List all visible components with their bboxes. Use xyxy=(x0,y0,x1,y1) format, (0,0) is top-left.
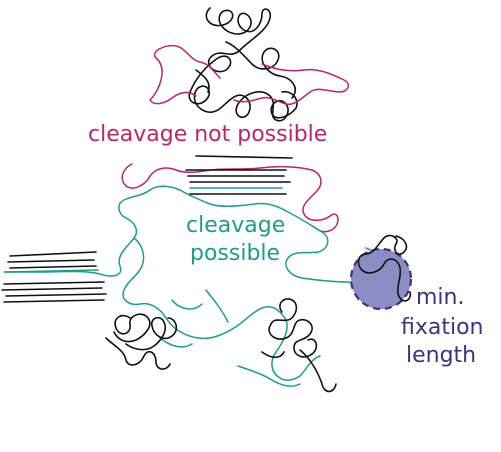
label-fixation-line2: fixation xyxy=(401,315,484,340)
top-coil xyxy=(188,7,298,122)
magenta-strand-upper xyxy=(149,44,350,106)
label-fixation-line1: min. xyxy=(416,285,464,310)
magenta-strand-lower xyxy=(121,163,339,233)
left-line-stack xyxy=(1,251,107,303)
label-cleavage-possible-line2: possible xyxy=(190,241,280,266)
fixation-region xyxy=(349,234,413,311)
fixation-coil xyxy=(357,234,412,302)
lower-left-coil xyxy=(105,313,178,370)
label-cleavage-not-possible: cleavage not possible xyxy=(88,122,327,147)
label-fixation-line3: length xyxy=(406,343,476,368)
label-cleavage-possible-line1: cleavage xyxy=(186,213,285,238)
center-line-stack xyxy=(185,155,293,195)
lower-right-coil xyxy=(261,298,337,393)
teal-strand xyxy=(3,185,389,387)
fixation-circle xyxy=(349,247,413,311)
